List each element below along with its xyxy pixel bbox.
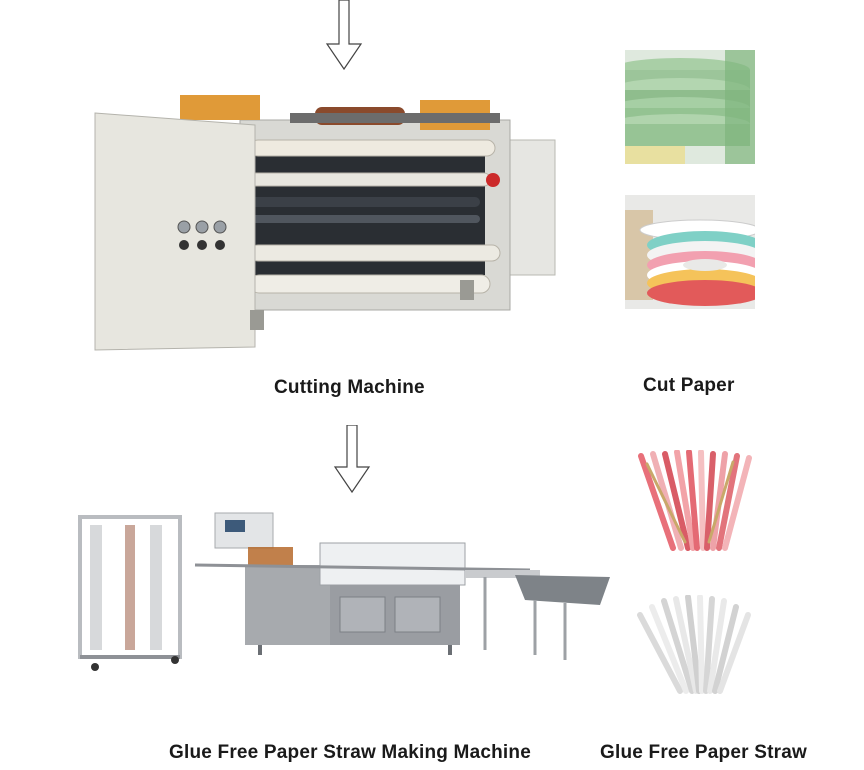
pink-paper-straws-image [633, 450, 755, 552]
paper-straw-caption: Glue Free Paper Straw [600, 742, 807, 763]
middle-down-arrow-icon [333, 425, 371, 495]
cut-paper-colored-rolls-image [625, 195, 755, 309]
paper-straw-machine-image [70, 505, 615, 680]
cutting-machine-caption: Cutting Machine [274, 377, 425, 398]
cut-paper-green-rolls-image [625, 50, 755, 164]
straw-machine-caption: Glue Free Paper Straw Making Machine [169, 742, 531, 763]
cut-paper-caption: Cut Paper [643, 375, 735, 396]
cutting-machine-image [90, 85, 560, 360]
white-paper-straws-image [636, 595, 756, 695]
top-down-arrow-icon [325, 0, 363, 72]
